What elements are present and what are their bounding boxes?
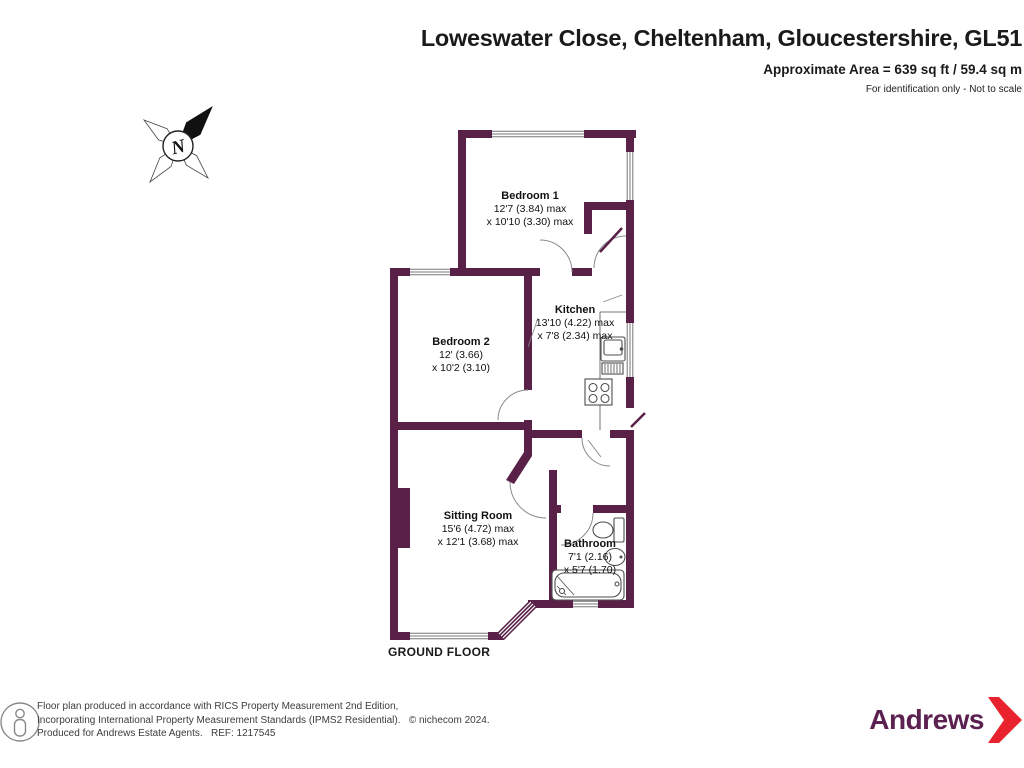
door-leaves	[599, 227, 646, 428]
scale-note: For identification only - Not to scale	[865, 84, 1022, 95]
room-dim: 7'1 (2.16)	[567, 551, 613, 563]
room-dim: 12'7 (3.84) max	[493, 203, 567, 215]
disclaimer-line3: Produced for Andrews Estate Agents. REF:…	[37, 728, 276, 739]
bay-window	[498, 601, 536, 639]
room-dim: x 10'2 (3.10)	[431, 362, 491, 374]
floor-label: GROUND FLOOR	[388, 645, 491, 659]
room-name: Bathroom	[564, 538, 616, 550]
room-label-sitting-room: Sitting Room 15'6 (4.72) max x 12'1 (3.6…	[393, 510, 563, 549]
disclaimer-line1: Floor plan produced in accordance with R…	[37, 701, 399, 712]
room-label-bedroom2: Bedroom 2 12' (3.66) x 10'2 (3.10)	[376, 336, 546, 375]
room-dim: 12' (3.66)	[438, 349, 484, 361]
disclaimer-line2: Incorporating International Property Mea…	[37, 714, 490, 726]
approximate-area: Approximate Area = 639 sq ft / 59.4 sq m	[763, 62, 1022, 77]
page-title: Loweswater Close, Cheltenham, Gloucester…	[420, 25, 1022, 51]
andrews-logo-text: Andrews	[869, 704, 984, 735]
room-label-kitchen: Kitchen 13'10 (4.22) max x 7'8 (2.34) ma…	[490, 304, 660, 343]
room-dim: 13'10 (4.22) max	[535, 317, 615, 329]
compass-n-label: N	[168, 135, 189, 159]
room-name: Kitchen	[554, 304, 596, 316]
room-name: Bedroom 2	[432, 336, 490, 348]
compass-icon: N	[142, 105, 213, 184]
room-dim: 15'6 (4.72) max	[441, 523, 515, 535]
bathroom-fixtures	[551, 517, 626, 601]
kitchen-fixtures	[584, 311, 626, 430]
person-icon	[0, 702, 40, 742]
andrews-chevron-icon	[988, 697, 1022, 743]
room-label-bathroom: Bathroom 7'1 (2.16) x 5'7 (1.70)	[505, 538, 675, 577]
floor-plan-doors	[497, 235, 627, 546]
disclaimer: Floor plan produced in accordance with R…	[37, 700, 490, 741]
room-label-bedroom1: Bedroom 1 12'7 (3.84) max x 10'10 (3.30)…	[445, 190, 615, 229]
room-name: Bedroom 1	[501, 190, 559, 202]
room-dim: x 7'8 (2.34) max	[537, 330, 613, 342]
room-dim: x 5'7 (1.70)	[563, 564, 617, 576]
andrews-logo: Andrews	[869, 697, 1022, 743]
room-name: Sitting Room	[443, 510, 513, 522]
room-dim: x 10'10 (3.30) max	[486, 216, 574, 228]
leader-lines	[527, 294, 623, 348]
floor-plan-windows	[410, 130, 634, 640]
room-dim: x 12'1 (3.68) max	[437, 536, 519, 548]
